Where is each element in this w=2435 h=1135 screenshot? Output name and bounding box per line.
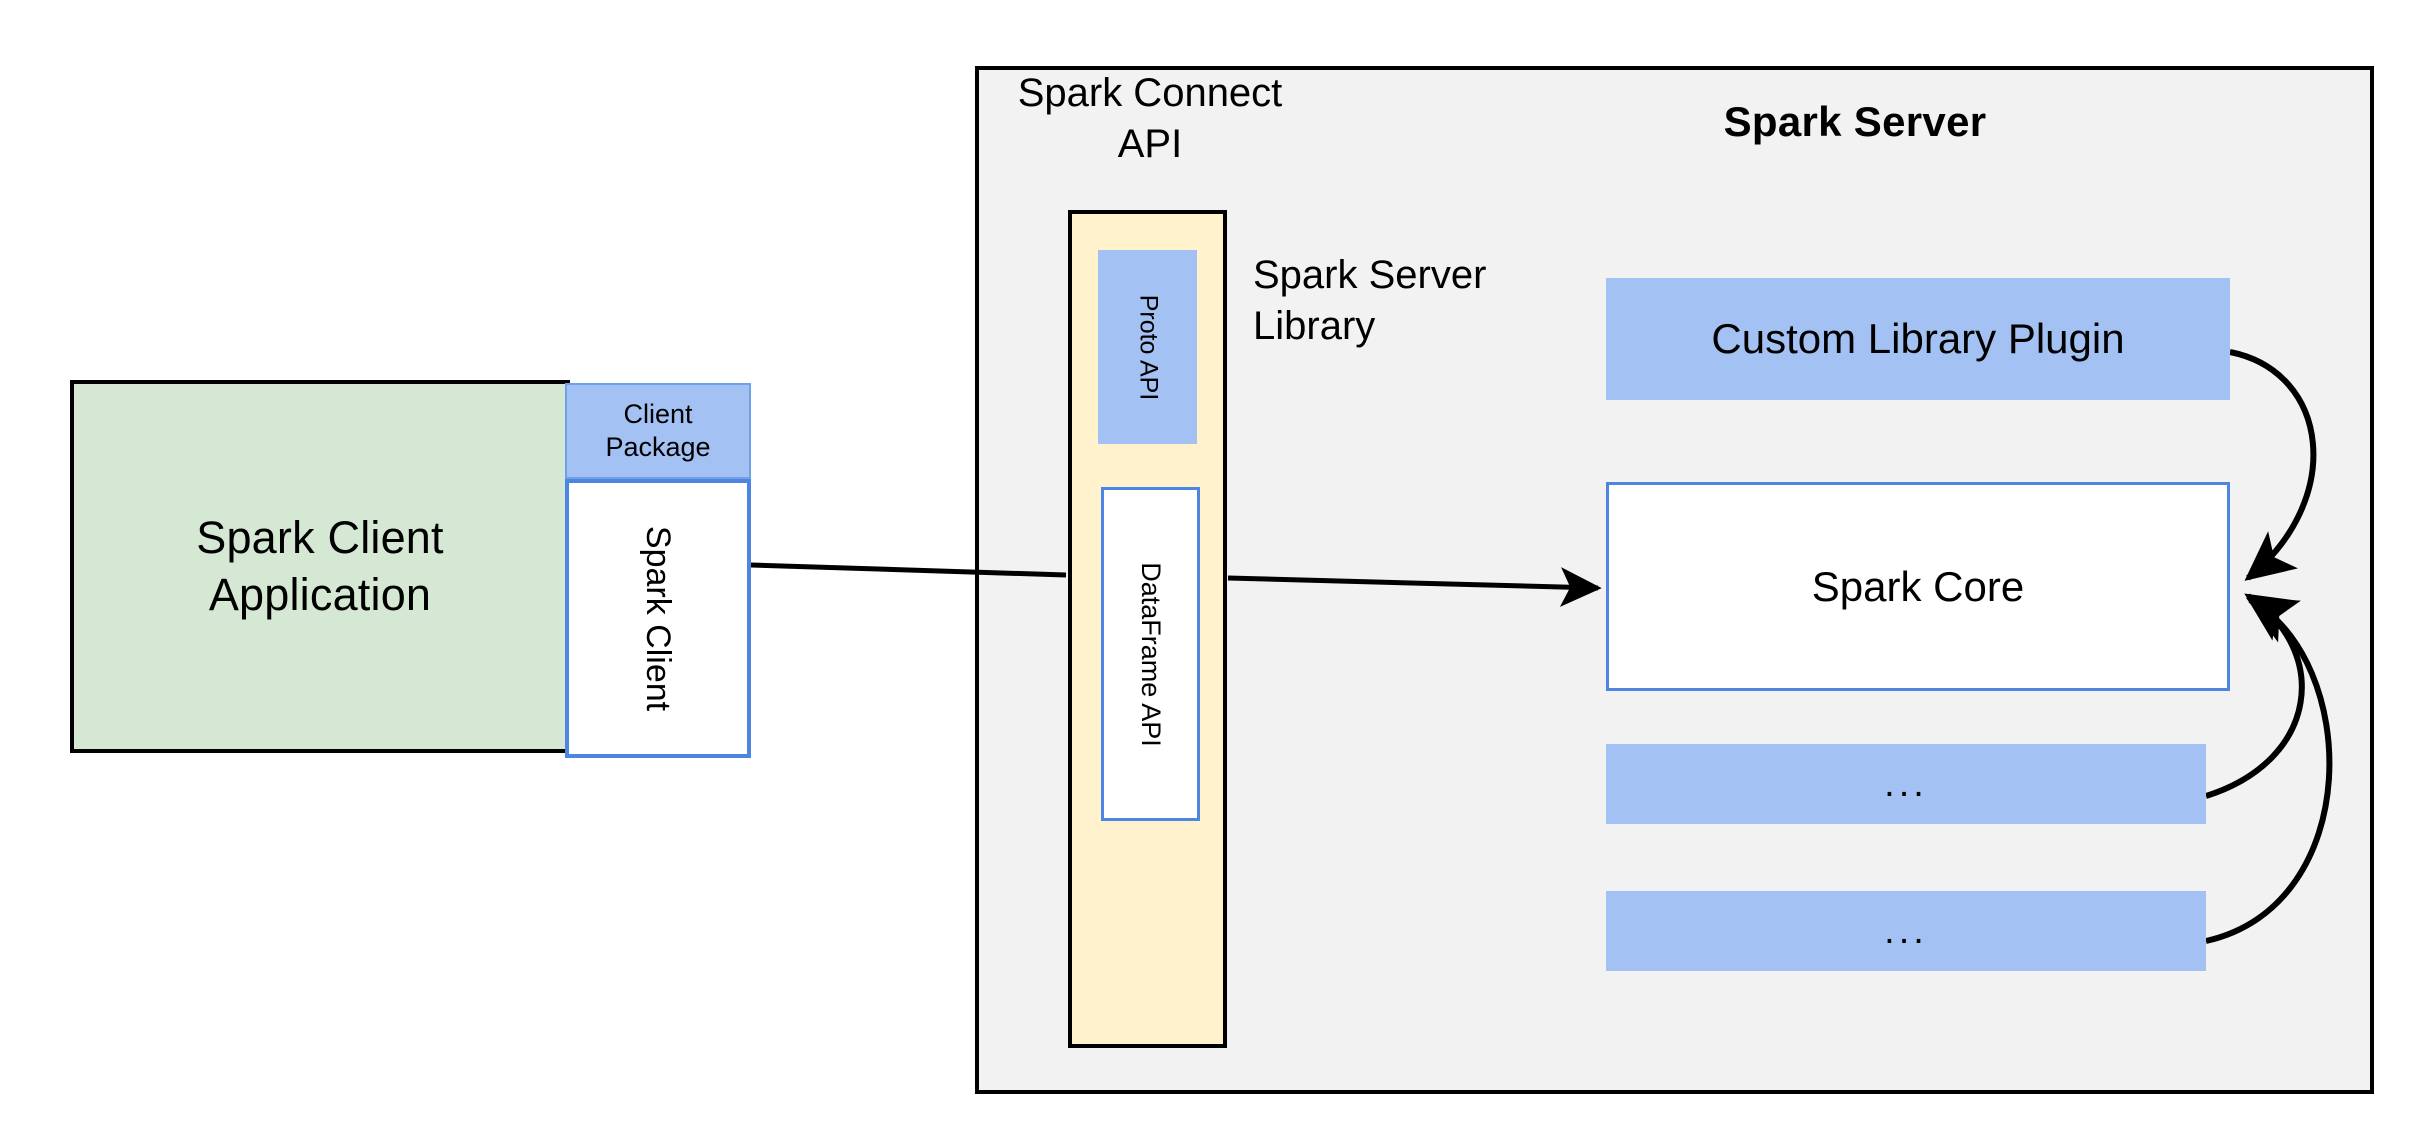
spark-connect-api-label: Spark Connect API — [1017, 71, 1283, 167]
spark-server-library-label: Spark Server Library — [1253, 253, 1487, 349]
spark-core-box[interactable]: Spark Core — [1606, 482, 2230, 691]
proto-api-label: Proto API — [1134, 294, 1162, 400]
proto-api-box[interactable]: Proto API — [1098, 250, 1197, 444]
dataframe-api-box[interactable]: DataFrame API — [1101, 487, 1200, 821]
ellipsis-box-1[interactable]: ... — [1606, 744, 2206, 824]
ellipsis-label-2: ... — [1884, 909, 1928, 952]
dataframe-api-label: DataFrame API — [1136, 561, 1167, 747]
spark-client-box[interactable]: Spark Client — [565, 479, 751, 758]
client-package-box[interactable]: Client Package — [565, 383, 751, 479]
spark-server-title: Spark Server — [1723, 98, 1987, 145]
spark-connect-api-stack[interactable] — [1068, 210, 1227, 1048]
spark-client-application-box[interactable]: Spark Client Application — [70, 380, 570, 753]
spark-client-label: Spark Client — [639, 525, 678, 712]
ellipsis-box-2[interactable]: ... — [1606, 891, 2206, 971]
spark-client-application-label: Spark Client Application — [196, 512, 444, 620]
ellipsis-label-1: ... — [1884, 762, 1928, 805]
client-package-label: Client Package — [605, 399, 711, 462]
spark-core-label: Spark Core — [1811, 562, 2025, 610]
custom-library-plugin-label: Custom Library Plugin — [1711, 315, 2125, 362]
custom-library-plugin-box[interactable]: Custom Library Plugin — [1606, 278, 2230, 400]
